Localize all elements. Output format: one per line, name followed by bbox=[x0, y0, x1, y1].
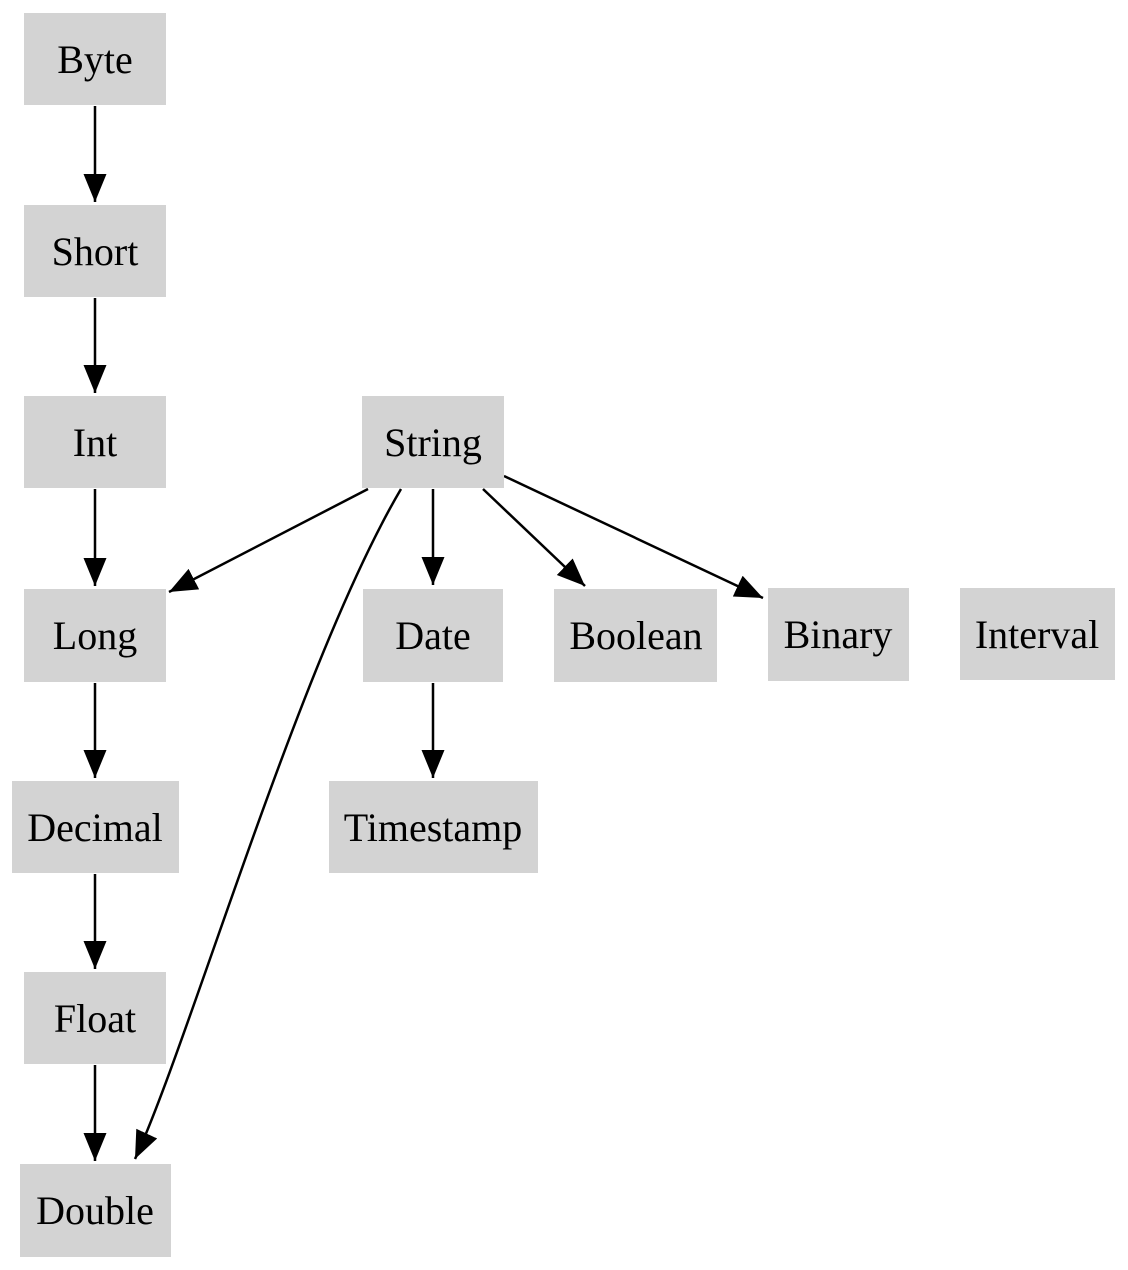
node-double: Double bbox=[20, 1164, 171, 1257]
node-binary-label: Binary bbox=[784, 612, 893, 657]
node-string: String bbox=[362, 396, 504, 488]
node-byte-label: Byte bbox=[57, 37, 133, 82]
edge-string-double bbox=[133, 488, 403, 1160]
node-double-box bbox=[20, 1164, 171, 1257]
node-double-label: Double bbox=[36, 1188, 154, 1233]
node-string-box bbox=[362, 396, 504, 488]
node-decimal-box bbox=[12, 781, 179, 873]
node-int-label: Int bbox=[73, 420, 117, 465]
node-interval: Interval bbox=[960, 588, 1115, 680]
node-byte-box bbox=[24, 13, 166, 105]
node-boolean: Boolean bbox=[554, 589, 717, 682]
edges bbox=[83, 106, 764, 1161]
node-date-label: Date bbox=[395, 613, 471, 658]
edge-string-binary bbox=[503, 474, 764, 600]
node-interval-label: Interval bbox=[975, 612, 1099, 657]
node-float-label: Float bbox=[54, 996, 136, 1041]
node-boolean-box bbox=[554, 589, 717, 682]
node-binary: Binary bbox=[768, 588, 909, 681]
node-short-box bbox=[24, 205, 166, 297]
node-long: Long bbox=[24, 589, 166, 682]
node-timestamp-label: Timestamp bbox=[344, 805, 523, 850]
node-long-label: Long bbox=[53, 613, 137, 658]
node-interval-box bbox=[960, 588, 1115, 680]
node-byte: Byte bbox=[24, 13, 166, 105]
node-string-label: String bbox=[384, 420, 482, 465]
node-date: Date bbox=[363, 589, 503, 682]
node-timestamp-box bbox=[329, 781, 538, 873]
node-short: Short bbox=[24, 205, 166, 297]
node-long-box bbox=[24, 589, 166, 682]
node-float-box bbox=[24, 972, 166, 1064]
node-timestamp: Timestamp bbox=[329, 781, 538, 873]
node-decimal-label: Decimal bbox=[27, 805, 163, 850]
node-boolean-label: Boolean bbox=[569, 613, 702, 658]
node-decimal: Decimal bbox=[12, 781, 179, 873]
node-binary-box bbox=[768, 588, 909, 681]
node-short-label: Short bbox=[52, 229, 139, 274]
edge-string-boolean bbox=[482, 488, 586, 587]
node-date-box bbox=[363, 589, 503, 682]
node-int: Int bbox=[24, 396, 166, 488]
node-int-box bbox=[24, 396, 166, 488]
edge-string-long bbox=[168, 487, 369, 594]
node-float: Float bbox=[24, 972, 166, 1064]
nodes: Byte Short Int Long Decimal Float Double bbox=[12, 13, 1115, 1257]
